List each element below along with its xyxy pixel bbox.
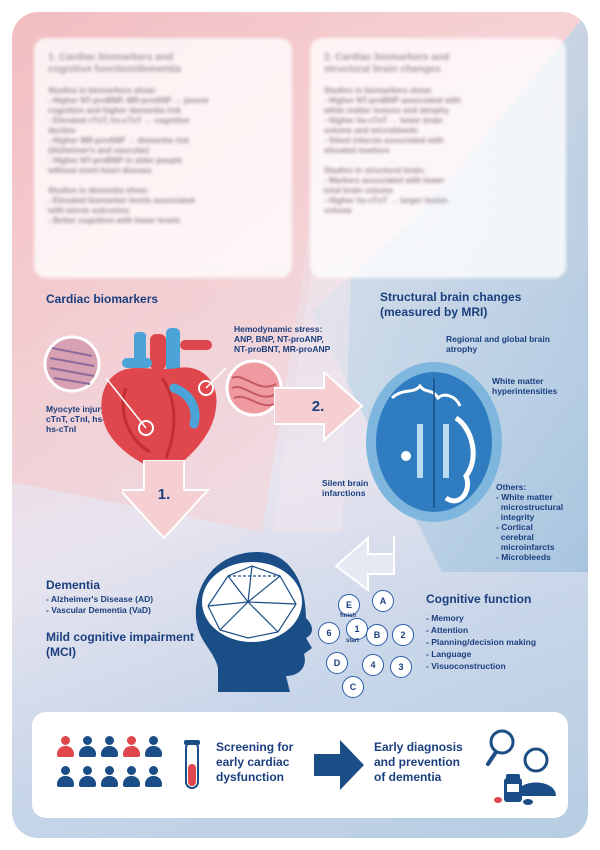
arrow-two-label: 2.: [311, 397, 325, 415]
cognitive-item: - Visuoconstruction: [426, 661, 506, 671]
population-icons: [56, 736, 166, 796]
structural-brain-title: Structural brain changes (measured by MR…: [380, 290, 522, 319]
others-block: Others: - White matter microstructural i…: [496, 482, 563, 562]
arrow-one: [122, 460, 211, 540]
person-icon: [144, 736, 162, 758]
others-item-6: - Microbleeds: [496, 552, 551, 562]
cardiac-biomarkers-title: Cardiac biomarkers: [46, 292, 159, 306]
arrow-one-label: 1.: [157, 485, 171, 503]
others-item-2: integrity: [496, 512, 535, 522]
person-icon: [122, 766, 140, 788]
screening-text: Screening for early cardiac dysfunction: [216, 740, 294, 784]
panel-biomarkers-structural: 2. Cardiac biomarkers and structural bra…: [310, 38, 566, 278]
brain-mri-illustration: [366, 362, 502, 522]
panel-biomarkers-cognition: 1. Cardiac biomarkers and cognitive func…: [34, 38, 292, 278]
panel-body: Studies in biomarkers show: - Higher NT-…: [324, 86, 461, 215]
trail-node: 2: [392, 624, 414, 646]
dementia-item-1: - Vascular Dementia (VaD): [46, 605, 151, 615]
cognitive-item: - Language: [426, 649, 472, 659]
person-icon: [56, 736, 74, 758]
diagnosis-icons: [486, 729, 556, 805]
arrow-two: [274, 372, 364, 442]
trail-node: D: [326, 652, 348, 674]
trail-node: A: [372, 590, 394, 612]
myocyte-zoom-circle: [43, 335, 101, 393]
silent-infarction-label: Silent brain infarctions: [322, 478, 369, 498]
others-item-3: - Cortical: [496, 522, 533, 532]
trail-start-label: start: [346, 638, 360, 644]
cognitive-item: - Planning/decision making: [426, 637, 537, 647]
atrophy-label: Regional and global brain atrophy: [446, 334, 550, 354]
hemodynamic-label: Hemodynamic stress: ANP, BNP, NT-proANP,…: [234, 324, 331, 354]
infographic-card: 1. Cardiac biomarkers and cognitive func…: [12, 12, 588, 838]
blood-tube-icon: [184, 740, 200, 789]
white-matter-label: White matter hyperintensities: [492, 376, 558, 396]
others-item-1: microstructural: [496, 502, 564, 512]
right-arrow-icon: [314, 740, 364, 790]
trail-node: E: [338, 594, 360, 616]
cognitive-item: - Memory: [426, 613, 464, 623]
others-title: Others:: [496, 482, 527, 492]
trail-node: 4: [362, 654, 384, 676]
dementia-title: Dementia: [46, 578, 101, 592]
trail-node: 3: [390, 656, 412, 678]
person-icon: [78, 736, 96, 758]
person-icon: [100, 736, 118, 758]
person-icon: [122, 736, 140, 758]
head-network-illustration: [195, 552, 312, 692]
trail-node: 6: [318, 622, 340, 644]
dementia-item-0: - Alzheimer's Disease (AD): [46, 594, 154, 604]
person-icon: [144, 766, 162, 788]
diagnosis-text: Early diagnosis and prevention of dement…: [374, 740, 463, 784]
others-item-4: cerebral: [496, 532, 534, 542]
trail-finish-label: finish: [340, 613, 356, 619]
heart-illustration: [101, 328, 227, 474]
others-item-5: microinfarcts: [496, 542, 555, 552]
cognitive-item: - Attention: [426, 625, 469, 635]
arrow-brain-to-cognition: [334, 535, 395, 592]
person-icon: [78, 766, 96, 788]
person-icon: [100, 766, 118, 788]
trail-node: B: [366, 624, 388, 646]
person-icon: [56, 766, 74, 788]
trail-node: 1: [346, 618, 368, 640]
screening-bar: Screening for early cardiac dysfunction …: [32, 712, 568, 818]
others-item-0: - White matter: [496, 492, 553, 502]
panel-heading: 2. Cardiac biomarkers and structural bra…: [324, 52, 450, 75]
panel-heading: 1. Cardiac biomarkers and cognitive func…: [48, 52, 181, 75]
trail-node: C: [342, 676, 364, 698]
panel-body: Studies in biomarkers show: - Higher NT-…: [48, 86, 210, 225]
cognitive-function-title: Cognitive function: [426, 592, 532, 606]
cognitive-function-list: - Memory - Attention - Planning/decision…: [426, 612, 536, 672]
mci-title: Mild cognitive impairment (MCI): [46, 630, 195, 659]
